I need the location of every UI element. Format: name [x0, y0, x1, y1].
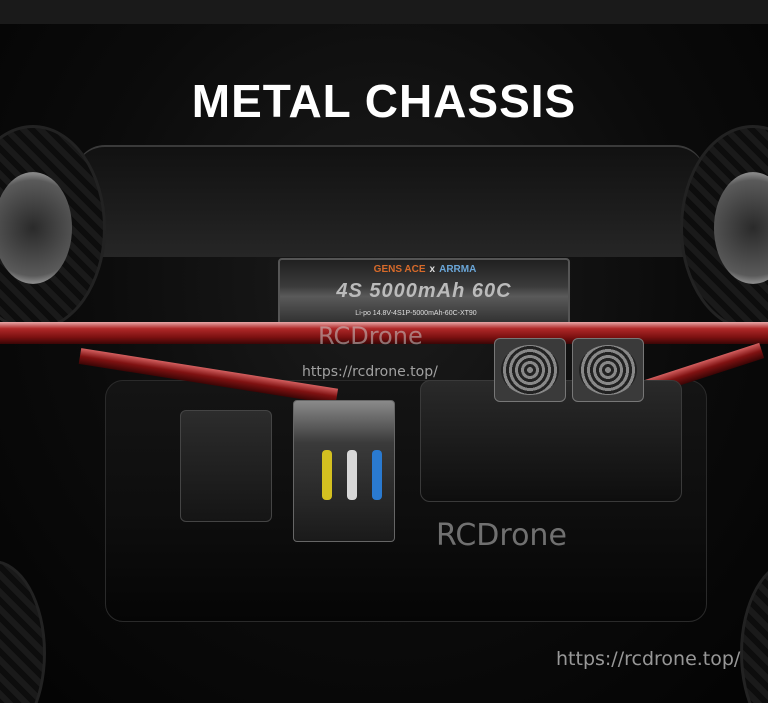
steering-servo	[180, 410, 272, 522]
battery-brand-right: ARRMA	[439, 264, 477, 275]
cooling-fan-right	[572, 338, 644, 402]
wheel-rim	[0, 172, 73, 284]
fan-grill	[501, 345, 559, 395]
battery-brand-left: GENS ACE	[373, 264, 426, 275]
battery-brand-separator: x	[429, 264, 436, 275]
battery-tray	[75, 145, 705, 257]
watermark-url-center: https://rcdrone.top/	[302, 364, 438, 380]
fan-grill	[579, 345, 637, 395]
rear-right-tire	[740, 560, 768, 703]
wire-blue	[372, 450, 382, 500]
cooling-fan-left	[494, 338, 566, 402]
watermark-logo-center: RCDrone	[318, 322, 423, 350]
watermark-logo-lower: RCDrone	[436, 518, 567, 553]
wire-yellow	[322, 450, 332, 500]
headline-title: METAL CHASSIS	[191, 75, 577, 127]
wheel-rim	[713, 172, 768, 284]
battery-capacity-label: 4S 5000mAh 60C	[336, 280, 512, 302]
wire-white	[347, 450, 357, 500]
top-band	[0, 0, 768, 24]
rear-left-tire	[0, 560, 46, 703]
battery-spec-line: Li-po 14.8V-4S1P-5000mAh-60C-XT90	[355, 310, 477, 317]
watermark-url-corner: https://rcdrone.top/	[556, 648, 741, 670]
